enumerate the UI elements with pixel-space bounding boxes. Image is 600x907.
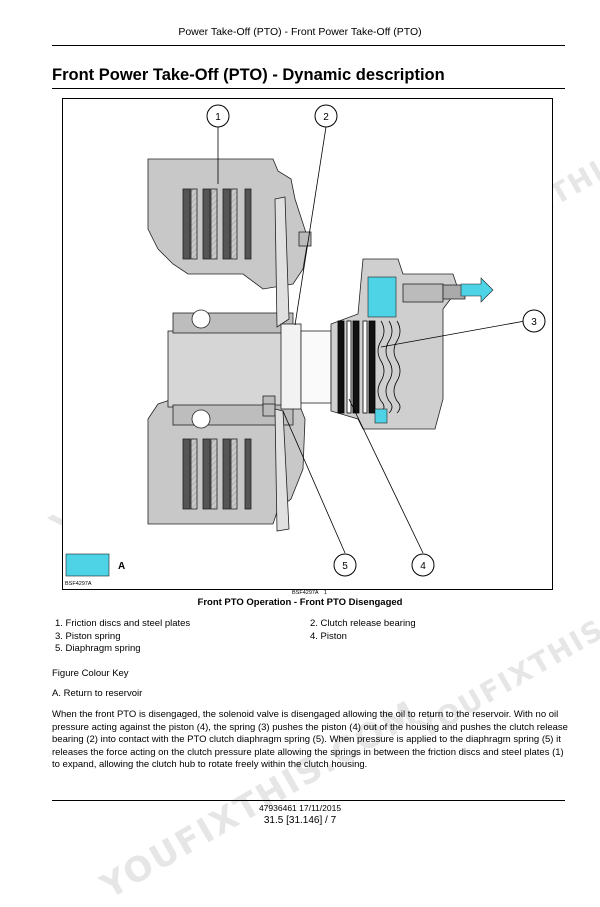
footer-rule: [52, 800, 565, 801]
callout-1: 1: [215, 112, 221, 123]
legend-item: 5. Diaphragm spring: [55, 643, 141, 654]
running-header: Power Take-Off (PTO) - Front Power Take-…: [178, 26, 422, 38]
inner-image-code: BSF4297A: [65, 581, 92, 587]
colour-key-heading: Figure Colour Key: [52, 668, 129, 679]
callout-4: 4: [420, 561, 426, 572]
footer-doc-id: 47936461 17/11/2015: [258, 803, 342, 813]
colour-key-letter: A: [118, 561, 125, 572]
colour-key-item: A. Return to reservoir: [52, 688, 143, 699]
legend-item: 1. Friction discs and steel plates: [55, 618, 191, 629]
pto-diagram-figure: 1 2 3 4 5 A BSF4297A: [62, 98, 553, 590]
legend-item: 4. Piston: [310, 630, 347, 642]
legend-item: 2. Clutch release bearing: [310, 618, 416, 629]
callout-2: 2: [323, 112, 329, 123]
figure-image-code: BSF4297A: [292, 590, 319, 596]
footer-page-ref: 31.5 [31.146] / 7: [263, 815, 337, 826]
figure-caption: Front PTO Operation - Front PTO Disengag…: [197, 597, 403, 608]
colour-key-swatch: [65, 553, 110, 577]
legend-column-1: 1. Friction discs and steel plates 3. Pi…: [55, 618, 190, 656]
legend-item: 3. Piston spring: [55, 630, 121, 642]
description-paragraph: When the front PTO is disengaged, the so…: [52, 709, 568, 771]
pto-cross-section-drawing: 1 2 3 4 5 A BSF4297A: [65, 104, 546, 587]
callout-3: 3: [531, 317, 537, 328]
title-rule: [52, 88, 565, 89]
page-title: Front Power Take-Off (PTO) - Dynamic des…: [52, 66, 445, 84]
legend-column-2: 2. Clutch release bearing 4. Piston: [310, 618, 416, 643]
figure-number: 1: [324, 590, 328, 596]
header-rule: [52, 45, 565, 46]
callout-5: 5: [342, 561, 348, 572]
